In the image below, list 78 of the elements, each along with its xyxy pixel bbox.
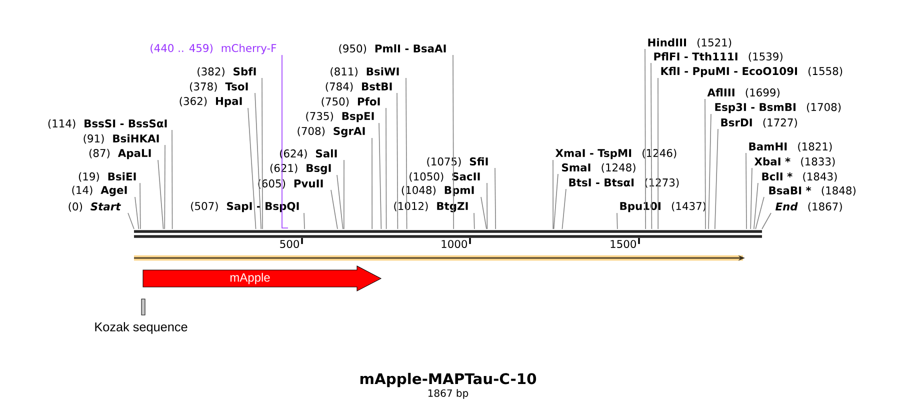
enzyme-site-label: (114) BssSI - BssSαI	[48, 119, 167, 129]
enzyme-site-label: (362) HpaI	[180, 96, 242, 108]
enzyme-site-label: BsaBI * (1848)	[769, 186, 856, 196]
enzyme-site-label: (708) SgrAI	[298, 126, 365, 138]
leader-line	[248, 108, 256, 230]
leader-line	[552, 160, 554, 230]
primer-label: (440 .. 459) mCherry-F	[150, 44, 276, 54]
leader-line	[708, 114, 712, 230]
leader-line	[336, 174, 344, 230]
leader-line	[396, 92, 398, 230]
enzyme-site-label: (0) Start	[68, 202, 122, 212]
leader-line	[750, 168, 752, 230]
map-title: mApple-MAPTau-C-10	[360, 372, 536, 388]
enzyme-site-label: (750) PfoI	[322, 97, 380, 107]
enzyme-site-label: HindIII (1521)	[648, 38, 732, 48]
leader-line	[754, 182, 758, 230]
enzyme-site-label: (735) BspEI	[306, 112, 374, 122]
leader-line	[158, 160, 164, 230]
leader-line	[480, 196, 487, 230]
enzyme-site-label: End (1867)	[776, 202, 842, 212]
leader-line	[553, 174, 558, 230]
enzyme-site-label: BtsI - BtsαI (1273)	[569, 178, 679, 188]
leader-line	[378, 122, 382, 230]
sequence-length: 1867 bp	[428, 389, 468, 399]
gene-feature: mApple	[142, 266, 382, 292]
leader-line	[714, 128, 718, 230]
leader-line	[486, 182, 488, 230]
leader-line	[164, 144, 166, 230]
leader-line	[254, 92, 262, 230]
enzyme-site-label: XmaI - TspMI (1246)	[555, 148, 676, 160]
leader-line	[755, 196, 764, 230]
leader-line	[304, 212, 305, 230]
leader-line	[452, 54, 454, 230]
leader-line	[262, 78, 263, 230]
axis-tick-label: 500	[280, 240, 300, 248]
enzyme-site-label: (87) ApaLI	[89, 148, 151, 160]
enzyme-site-label: (378) TsoI	[190, 82, 248, 92]
leader-line	[616, 212, 618, 230]
feature-box: Kozak sequence	[95, 298, 188, 334]
enzyme-site-label: XbaI * (1833)	[754, 157, 835, 167]
enzyme-site-label: (811) BsiWI	[330, 67, 399, 77]
enzyme-site-label: (1012) BtgZI	[394, 202, 468, 212]
enzyme-site-label: (19) BsiEI	[78, 172, 136, 182]
enzyme-site-label: (1050) SacII	[410, 172, 480, 182]
enzyme-site-label: (1075) SfiI	[427, 157, 488, 167]
enzyme-site-label: Esp3I - BsmBI (1708)	[715, 102, 841, 114]
leader-line	[140, 182, 141, 230]
enzyme-site-label: (950) PmlI - BsaAI	[339, 44, 446, 54]
enzyme-site-label: BamHI (1821)	[749, 142, 832, 152]
enzyme-site-label: BclI * (1843)	[762, 172, 837, 182]
leader-line	[128, 212, 134, 230]
leader-line	[172, 130, 173, 230]
leader-line	[386, 108, 387, 230]
enzyme-site-label: AflIII (1699)	[707, 88, 780, 98]
enzyme-site-label: SmaI (1248)	[562, 163, 636, 173]
leader-line	[282, 54, 288, 228]
leader-line	[644, 48, 646, 230]
leader-line	[704, 98, 706, 230]
enzyme-site-label: (784) BstBI	[326, 82, 392, 92]
leader-line	[494, 168, 496, 230]
enzyme-site-label: PflFI - Tth111I (1539)	[654, 52, 782, 62]
enzyme-site-label: BsrDI (1727)	[721, 118, 797, 128]
leader-line	[406, 78, 408, 230]
enzyme-site-label: Bpu10I (1437)	[620, 202, 706, 212]
leader-line	[746, 152, 747, 230]
leader-line	[474, 212, 475, 230]
leader-line	[562, 188, 566, 230]
enzyme-site-label: (14) AgeI	[72, 186, 127, 196]
enzyme-site-label: KflI - PpuMI - EcoO109I (1558)	[661, 66, 842, 78]
leader-line	[330, 190, 338, 230]
node-label: Kozak sequence	[95, 322, 188, 334]
enzyme-site-label: (91) BsiHKAI	[84, 134, 159, 144]
enzyme-site-label: (1048) BpmI	[402, 186, 474, 196]
enzyme-site-label: (382) SbfI	[198, 67, 256, 77]
sequence-backbone	[132, 230, 764, 238]
leader-line	[650, 62, 652, 230]
leader-line	[134, 196, 140, 230]
leader-line	[762, 212, 772, 230]
